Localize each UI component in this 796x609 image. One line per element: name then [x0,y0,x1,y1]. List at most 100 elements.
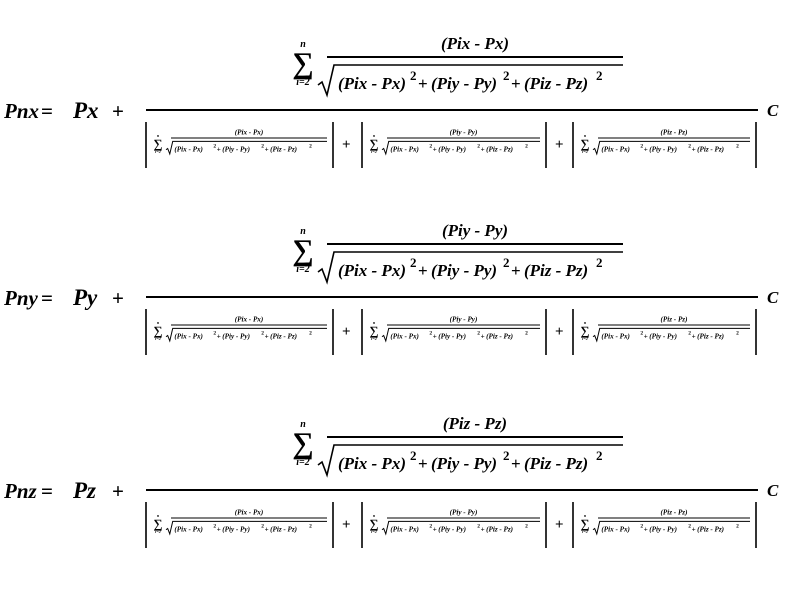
eq1-den1-sum-symbol: ∑ [154,137,163,151]
eq2-top-sum-upper-limit: n [300,226,306,237]
eq1-den3-radicand-term-3: (Piz - Pz) [697,145,724,153]
eq1-den2-radicand-term-1: (Pix - Px) [390,145,419,153]
eq3-den3-radicand-term-2: (Piy - Py) [649,525,677,533]
eq1-top-radicand-term-2: (Piy - Py) [431,74,497,93]
eq2-den3-sum-symbol: ∑ [581,324,590,338]
eq1-lhs: Pnx [3,99,39,123]
eq1-den2-exponent-3: 2 [525,144,528,150]
eq3-den3-exponent-2: 2 [688,524,691,530]
eq2-den3-sum-lower-limit: i=2 [582,336,588,341]
eq2-constant-c: C [767,288,779,307]
eq3-den3-radicand-term-1: (Pix - Px) [601,525,630,533]
eq3-den2-radical-sign [381,520,540,536]
eq2-abs-term-3: ∑ni=2(Piz - Pz)(Pix - Px)2+(Piy - Py)2+(… [572,309,757,355]
eq3-top-radicand-plus-1: + [418,454,428,473]
eq1-den1-radical-sign [165,140,327,156]
eq2-den2-exponent-3: 2 [525,331,528,337]
eq1-den3-radicand-term-2: (Piy - Py) [649,145,677,153]
eq1-den2-radicand-term-3: (Piz - Pz) [486,145,513,153]
eq1-top-exponent-3: 2 [596,68,603,83]
eq1-base-term: Px [72,98,99,123]
eq2-top-radical-sign [317,251,623,285]
eq1-den3-exponent-3: 2 [736,144,739,150]
eq2-den1-radicand-plus-1: + [217,332,221,340]
eq3-den3-radicand-term-3: (Piz - Pz) [697,525,724,533]
eq1-constant-c: C [767,101,779,120]
eq3-den3-numerator: (Piz - Pz) [661,509,688,517]
eq1-den3-exponent-2: 2 [688,144,691,150]
eq2-den3-radical-sign [592,327,750,343]
eq3-den2-radicand-term-1: (Pix - Px) [390,525,419,533]
eq1-den1-radicand-plus-2: + [265,145,269,153]
eq2-den2-numerator: (Piy - Py) [450,316,478,324]
eq2-den1-sum-lower-limit: i=2 [155,336,161,341]
eq2-den-plus-1: + [342,324,351,340]
eq3-den-plus-2: + [555,517,564,533]
eq2-den3-sum-upper-limit: n [584,320,587,325]
eq2-den1-radicand-term-1: (Pix - Px) [174,332,203,340]
eq2-den2-exponent-2: 2 [477,331,480,337]
eq1-den2-sum-upper-limit: n [373,133,376,138]
eq1-top-radicand-term-3: (Piz - Pz) [524,74,588,93]
eq2-den1-radicand-term-3: (Piz - Pz) [270,332,297,340]
eq3-den1-exponent-3: 2 [309,524,312,530]
eq3-den3-exponent-1: 2 [640,524,643,530]
eq1-top-numerator: (Pix - Px) [441,34,509,53]
eq3-den3-sum-upper-limit: n [584,513,587,518]
eq2-abs-term-1: ∑ni=2(Pix - Px)(Pix - Px)2+(Piy - Py)2+(… [145,309,334,355]
eq1-den3-sum-lower-limit: i=2 [582,149,588,154]
eq1-top-radicand-plus-2: + [511,74,521,93]
eq3-equals-sign: = [41,479,53,503]
eq1-top-radicand-term-1: (Pix - Px) [338,74,406,93]
eq1-top-sum-symbol: ∑ [292,47,313,80]
eq1-den1-numerator: (Pix - Px) [235,129,264,137]
eq3-den1-radicand-term-3: (Piz - Pz) [270,525,297,533]
eq1-den2-radical-sign [381,140,540,156]
eq3-top-radicand-term-2: (Piy - Py) [431,454,497,473]
eq2-den2-radicand-term-2: (Piy - Py) [438,332,466,340]
eq3-den2-sum-symbol: ∑ [370,517,379,531]
eq2-den2-radicand-term-1: (Pix - Px) [390,332,419,340]
eq3-top-exponent-1: 2 [410,448,417,463]
eq1-den3-radical-sign [592,140,750,156]
eq1-den-plus-1: + [342,137,351,153]
eq3-den2-sum-lower-limit: i=2 [371,529,377,534]
eq1-den2-sum-symbol: ∑ [370,137,379,151]
eq3-den2-radicand-plus-2: + [481,525,485,533]
eq1-den3-numerator: (Piz - Pz) [661,129,688,137]
eq3-den2-exponent-3: 2 [525,524,528,530]
eq1-top-exponent-1: 2 [410,68,417,83]
eq3-top-exponent-2: 2 [503,448,510,463]
eq2-den3-radicand-term-2: (Piy - Py) [649,332,677,340]
eq1-den1-radicand-term-3: (Piz - Pz) [270,145,297,153]
eq3-top-radical-sign [317,444,623,478]
eq2-den1-radicand-plus-2: + [265,332,269,340]
eq1-den2-numerator: (Piy - Py) [450,129,478,137]
eq3-constant-c: C [767,481,779,500]
eq1-den-plus-2: + [555,137,564,153]
eq1-den1-exponent-3: 2 [309,144,312,150]
eq1-den1-radicand-plus-1: + [217,145,221,153]
eq2-den3-numerator: (Piz - Pz) [661,316,688,324]
eq2-plus-sign: + [112,286,124,310]
eq1-abs-term-2: ∑ni=2(Piy - Py)(Pix - Px)2+(Piy - Py)2+(… [361,122,547,168]
eq3-den3-exponent-3: 2 [736,524,739,530]
eq2-top-radicand-term-3: (Piz - Pz) [524,261,588,280]
eq2-den2-sum-symbol: ∑ [370,324,379,338]
eq2-lhs: Pny [3,286,39,310]
eq3-den2-exponent-1: 2 [429,524,432,530]
eq3-den1-radicand-plus-1: + [217,525,221,533]
eq1-den2-radicand-plus-1: + [433,145,437,153]
eq1-den1-radicand-term-1: (Pix - Px) [174,145,203,153]
eq1-den1-radicand-term-2: (Piy - Py) [222,145,250,153]
eq3-den1-sum-symbol: ∑ [154,517,163,531]
eq1-den2-radicand-term-2: (Piy - Py) [438,145,466,153]
eq3-top-radicand-plus-2: + [511,454,521,473]
eq2-top-exponent-1: 2 [410,255,417,270]
eq2-top-exponent-3: 2 [596,255,603,270]
eq3-den3-radical-sign [592,520,750,536]
eq3-den1-sum-lower-limit: i=2 [155,529,161,534]
eq1-equals-sign: = [41,99,53,123]
eq2-den2-radicand-plus-2: + [481,332,485,340]
